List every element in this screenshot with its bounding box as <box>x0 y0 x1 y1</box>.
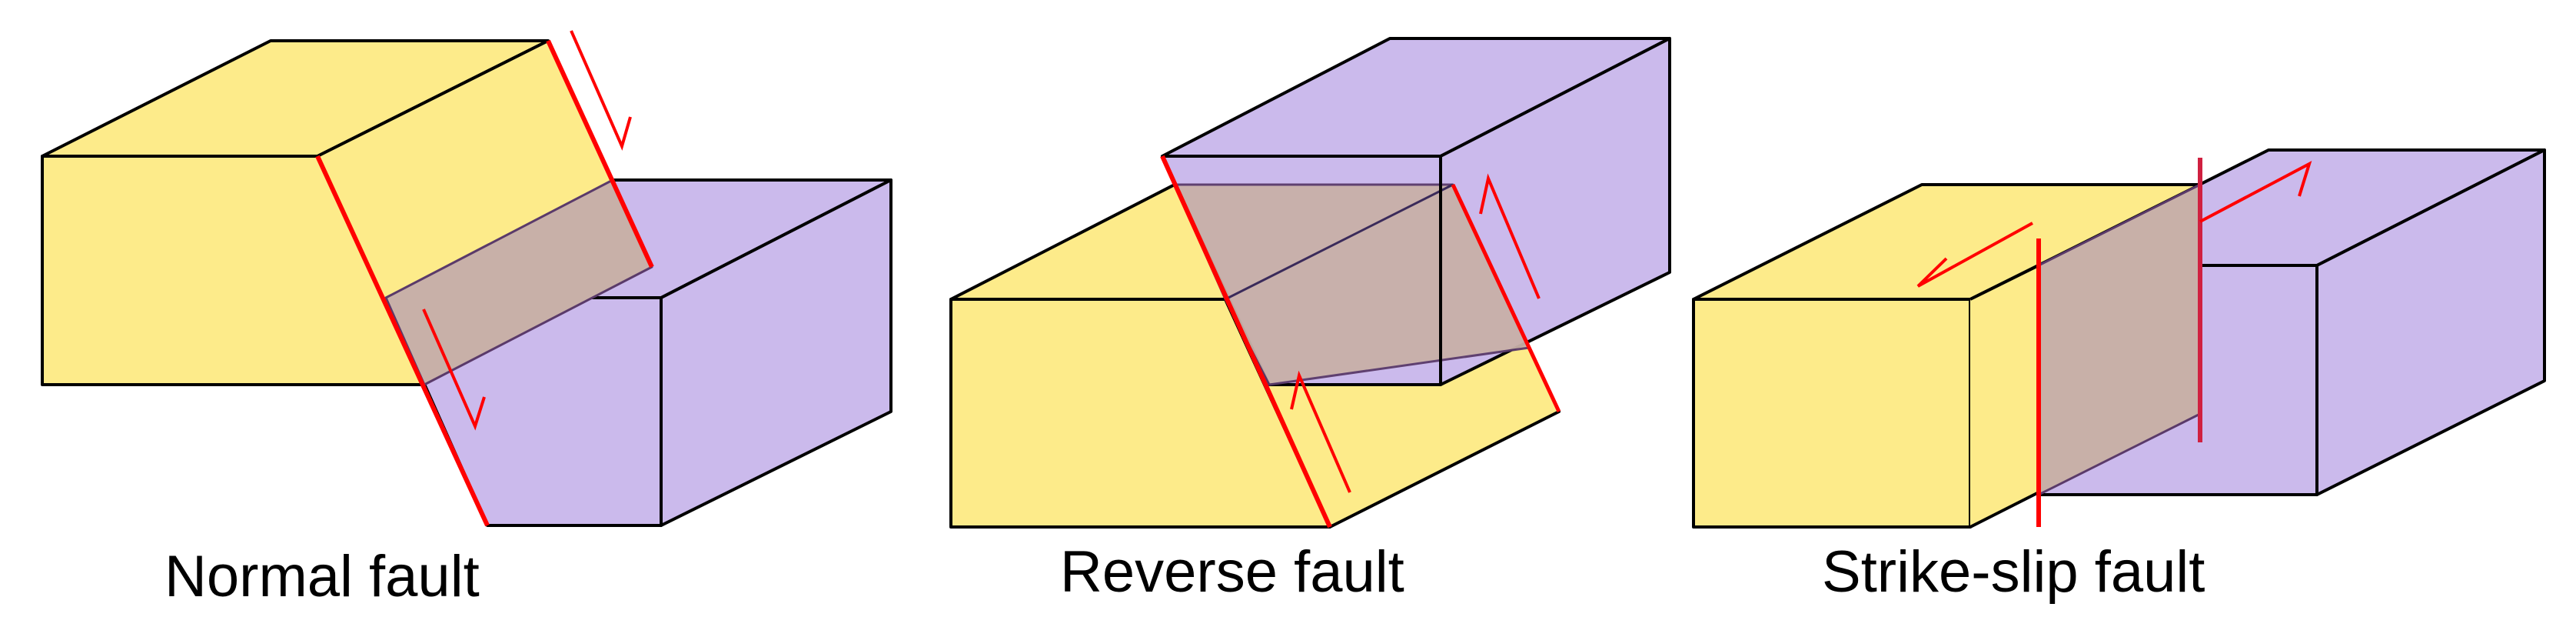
reverse-slip-arrow-down <box>1290 370 1351 493</box>
strike-right-side-face <box>2315 148 2546 496</box>
strike-slip-arrow-right <box>2199 160 2312 223</box>
reverse-fault-trace-front <box>1160 155 1332 529</box>
reverse-slip-arrow-up <box>1479 173 1541 299</box>
reverse-fault-trace-upper <box>1451 183 1561 413</box>
normal-fault-trace-front <box>315 155 490 527</box>
normal-slip-arrow-up <box>570 30 632 151</box>
normal-fault-caption: Normal fault <box>165 544 480 609</box>
strike-slip-fault-caption: Strike-slip fault <box>1822 539 2205 605</box>
normal-right-side-face <box>660 178 892 527</box>
normal-slip-arrow-down <box>422 308 486 431</box>
normal-fault-trace-upper <box>546 39 654 268</box>
reverse-fault-caption: Reverse fault <box>1060 539 1404 605</box>
reverse-fault-diagram <box>949 37 1671 529</box>
strike-slip-fault-diagram <box>1692 148 2546 529</box>
strike-slip-arrow-left <box>1916 222 2033 288</box>
strike-slip-left-block <box>1692 183 2202 529</box>
normal-fault-diagram <box>41 30 892 527</box>
strike-left-front-face <box>1692 298 1972 529</box>
strike-left-side-face <box>1970 265 2039 527</box>
